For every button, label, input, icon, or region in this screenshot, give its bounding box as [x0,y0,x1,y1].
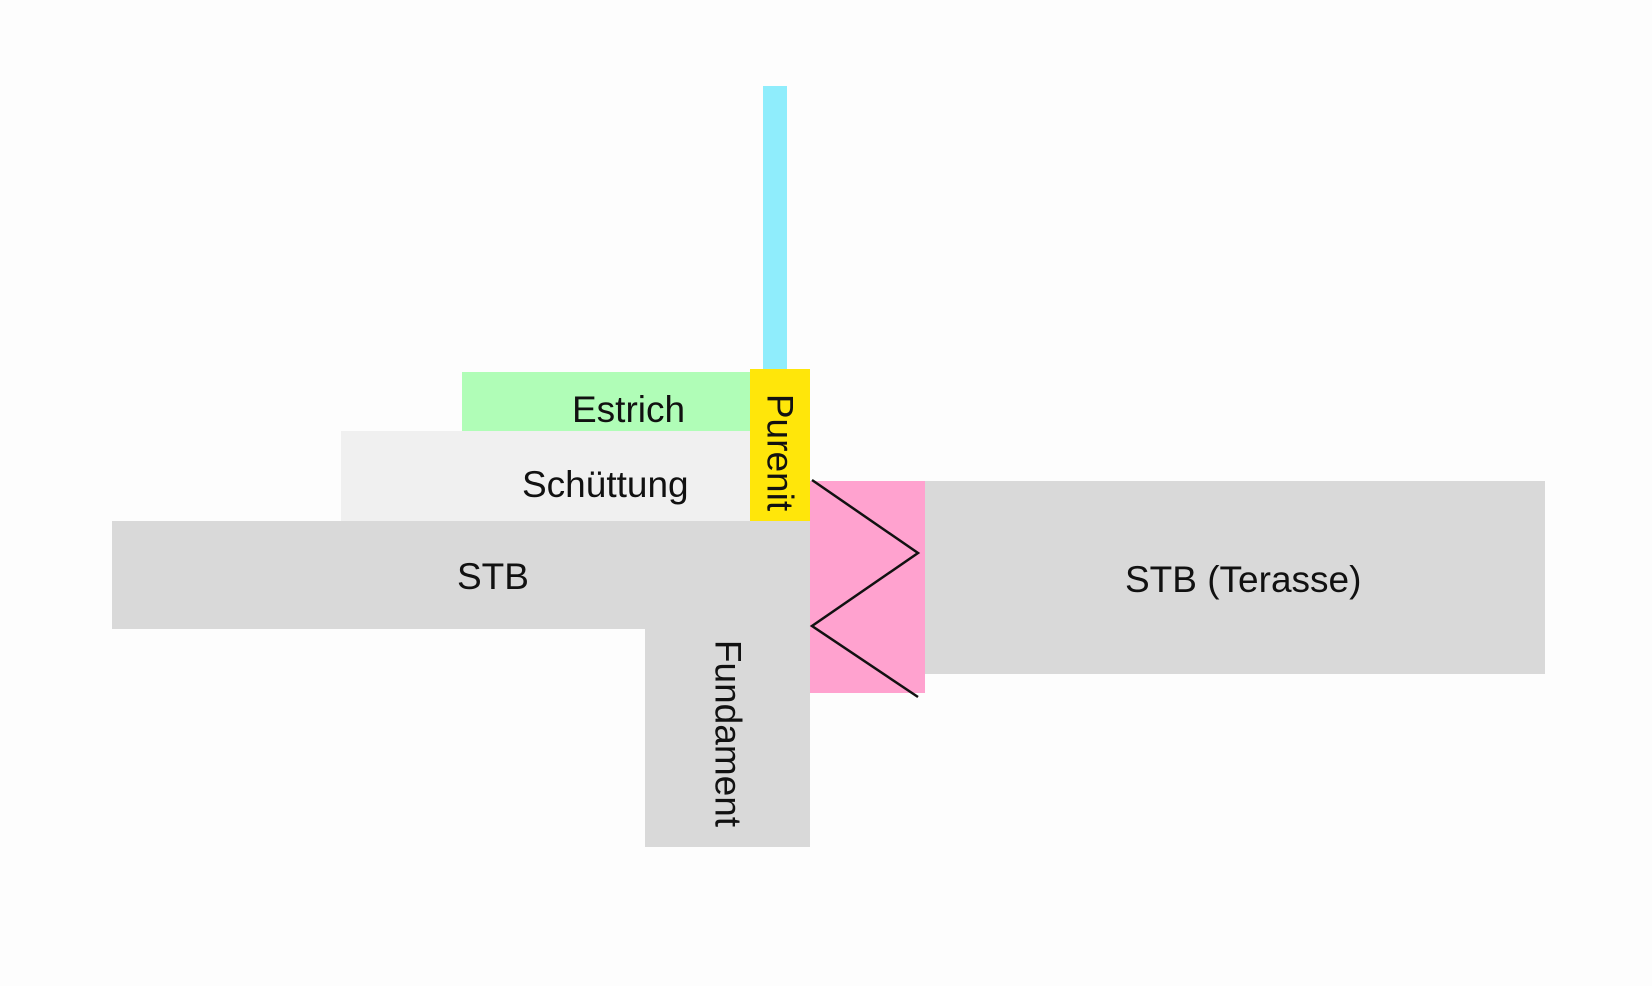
purenit-block [750,369,810,521]
schuettung-layer [341,431,754,521]
fundament-label: Fundament [707,639,749,828]
schuettung-label: Schüttung [522,464,689,505]
stb-terasse-slab [925,481,1545,674]
glass-facade-element [763,86,787,372]
estrich-layer [462,372,754,431]
purenit-label: Purenit [759,393,801,512]
estrich-label: Estrich [572,389,686,430]
stb-terasse-label: STB (Terasse) [1125,559,1362,600]
stb-label: STB [457,556,529,597]
insulation-zigzag-icon [809,478,921,699]
stb-slab [112,521,810,629]
fundament-block [645,629,810,847]
